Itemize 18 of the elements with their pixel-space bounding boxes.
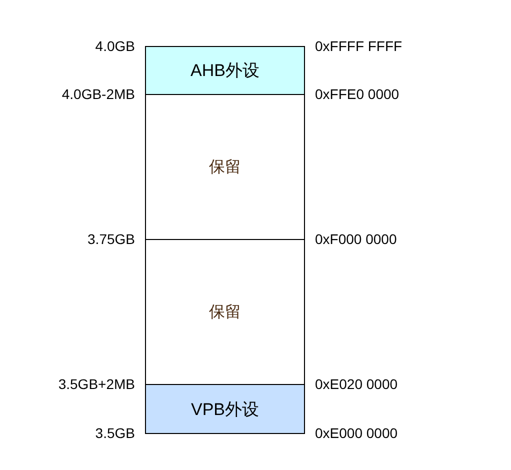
memory-region [145,239,305,385]
region-label: 保留 [209,302,241,322]
memory-region [145,384,305,434]
size-label: 3.5GB+2MB [58,376,135,392]
memory-region [145,94,305,240]
region-label: AHB外设 [190,60,260,82]
address-label: 0xFFFF FFFF [315,38,402,54]
region-label: VPB外设 [190,398,260,420]
memory-region [145,46,305,95]
size-label: 4.0GB [95,38,135,54]
size-label: 4.0GB-2MB [62,86,135,102]
size-label: 3.75GB [88,231,135,247]
address-label: 0xF000 0000 [315,231,397,247]
region-label: 保留 [209,156,241,178]
address-label: 0xE000 0000 [315,425,398,441]
address-label: 0xFFE0 0000 [315,86,400,102]
address-label: 0xE020 0000 [315,376,398,392]
size-label: 3.5GB [95,425,135,441]
